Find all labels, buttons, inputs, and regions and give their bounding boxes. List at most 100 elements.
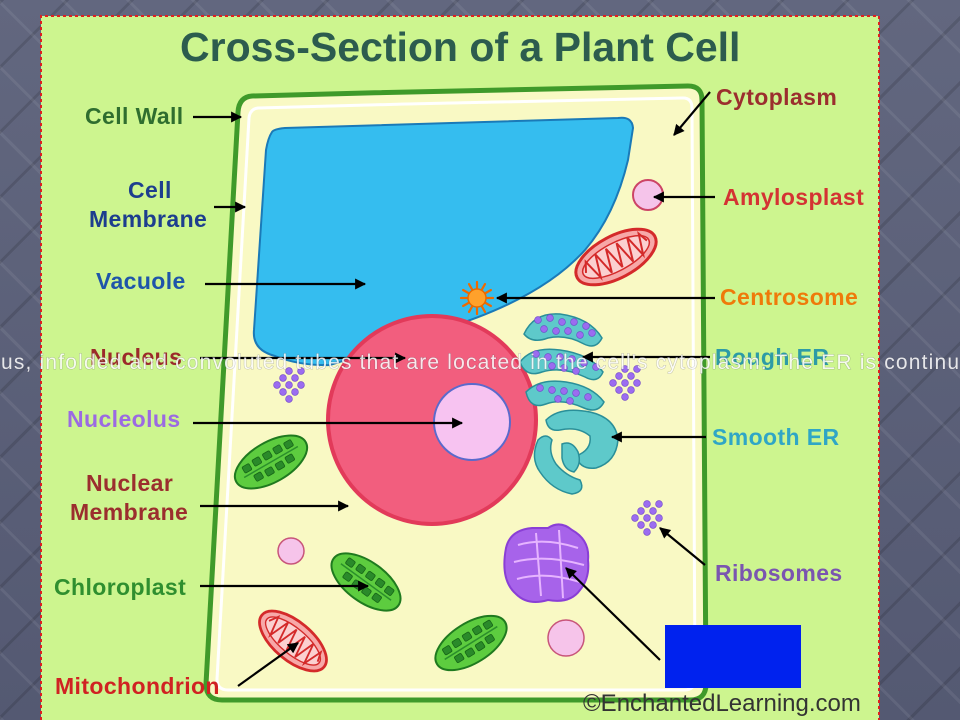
- ribosome-dot: [633, 365, 641, 373]
- rough-er-ribosome-dot: [560, 387, 568, 395]
- ribosome-dot: [649, 507, 657, 515]
- rough-er-ribosome-dot: [558, 318, 566, 326]
- ribosome-dot: [285, 395, 293, 403]
- label-nucleus: Nucleus: [90, 344, 182, 370]
- label-centrosome: Centrosome: [720, 284, 858, 310]
- arrow-golgi-body: [565, 567, 661, 661]
- ribosome-dot: [655, 500, 663, 508]
- golgi-cisterna: [516, 574, 581, 583]
- ribosome-dot: [649, 521, 657, 529]
- rough-er-ribosome-dot: [570, 318, 578, 326]
- label-mitochondrion: Mitochondrion: [55, 673, 220, 699]
- diagram-title: Cross-Section of a Plant Cell: [180, 24, 740, 70]
- ribosome-dot: [609, 379, 617, 387]
- ribosome-dot: [633, 379, 641, 387]
- ribosome-dot: [285, 381, 293, 389]
- rough-er-band: [523, 313, 603, 347]
- plant-cell: [203, 83, 709, 703]
- ribosome-dot: [297, 381, 305, 389]
- ribosome-dot: [631, 514, 639, 522]
- panel-dashed-border: [40, 15, 880, 720]
- rough-er-ribosome-dot: [540, 325, 548, 333]
- golgi-cisterna: [558, 529, 564, 599]
- arrow-ribosomes: [659, 527, 706, 566]
- ribosome-dot: [621, 379, 629, 387]
- label-cell-wall: Cell Wall: [85, 103, 184, 129]
- rough-er-ribosome-dot: [568, 355, 576, 363]
- golgi-body: [503, 523, 590, 603]
- overlay-caption-text: us, infolded and convoluted tubes that a…: [1, 351, 959, 374]
- ribosome-dot: [279, 388, 287, 396]
- label-rough-er: Rough ER: [715, 344, 829, 370]
- ribosome-dot: [621, 393, 629, 401]
- rough-er-ribosome-dot: [588, 329, 596, 337]
- rough-er-ribosome-dot: [544, 353, 552, 361]
- rough-er-ribosome-dot: [556, 353, 564, 361]
- ribosome-dot: [643, 500, 651, 508]
- label-nucleolus: Nucleolus: [67, 406, 181, 432]
- labels-right: Cytoplasm Amylosplast Centrosome Rough E…: [712, 84, 864, 586]
- label-cytoplasm: Cytoplasm: [716, 84, 837, 110]
- label-nuclear-membrane-line2: Membrane: [70, 499, 188, 525]
- ribosome-dot: [291, 388, 299, 396]
- arrow-cytoplasm: [673, 91, 711, 136]
- rough-er-ribosome-dot: [564, 327, 572, 335]
- rough-er-ribosome-dot: [548, 386, 556, 394]
- centrosome: [459, 280, 495, 316]
- rough-er-ribosome-dot: [572, 367, 580, 375]
- centrosome-core: [467, 288, 487, 308]
- vesicle: [547, 619, 585, 657]
- copyright-credit: ©EnchantedLearning.com: [583, 690, 861, 717]
- label-ribosomes: Ribosomes: [715, 560, 843, 586]
- nucleus: [326, 314, 538, 526]
- ribosome-dot: [279, 374, 287, 382]
- rough-er-ribosome-dot: [560, 364, 568, 372]
- smooth-er-band: [561, 442, 581, 473]
- rough-er-ribosome-dot: [576, 331, 584, 339]
- ribosome-dot: [627, 372, 635, 380]
- label-smooth-er: Smooth ER: [712, 424, 840, 450]
- rough-er-ribosome-dot: [546, 314, 554, 322]
- smooth-er: [533, 409, 619, 495]
- ribosome-dot: [643, 514, 651, 522]
- rough-er: [519, 313, 605, 411]
- smooth-er-band: [545, 409, 619, 469]
- ribosome-dot: [285, 367, 293, 375]
- rough-er-ribosome-dot: [552, 327, 560, 335]
- ribosome-dot: [615, 386, 623, 394]
- labels-left: Cell Wall Cell Membrane Vacuole Nucleus …: [54, 103, 220, 699]
- arrow-mitochondrion: [237, 642, 299, 687]
- rough-er-ribosome-dot: [548, 362, 556, 370]
- ribosome-dot: [621, 365, 629, 373]
- rough-er-ribosome-dot: [534, 316, 542, 324]
- ribosome-dot: [615, 372, 623, 380]
- amylosplast: [632, 179, 664, 211]
- label-chloroplast: Chloroplast: [54, 574, 186, 600]
- ribosome-dot: [273, 381, 281, 389]
- pointer-arrows: [193, 91, 715, 687]
- ribosome-dot: [643, 528, 651, 536]
- ribosome-dot: [637, 521, 645, 529]
- vesicle: [277, 537, 305, 565]
- rough-er-ribosome-dot: [554, 395, 562, 403]
- golgi-cisterna: [517, 540, 579, 549]
- label-cell-membrane-line2: Membrane: [89, 206, 207, 232]
- golgi-cisterna: [535, 532, 542, 597]
- vacuole: [252, 116, 635, 367]
- ribosome-dot: [637, 507, 645, 515]
- rough-er-ribosome-dot: [582, 322, 590, 330]
- ribosome-clusters: [273, 365, 663, 536]
- rough-er-band: [525, 380, 605, 411]
- rough-er-ribosome-dot: [592, 363, 600, 371]
- rough-er-ribosome-dot: [566, 397, 574, 405]
- ribosome-dot: [655, 514, 663, 522]
- rough-er-ribosome-dot: [536, 384, 544, 392]
- ribosome-dot: [297, 367, 305, 375]
- rough-er-ribosome-dot: [572, 389, 580, 397]
- label-vacuole: Vacuole: [96, 268, 186, 294]
- centrosome-rays: [459, 280, 495, 316]
- label-amylosplast: Amylosplast: [723, 184, 864, 210]
- rough-er-ribosome-dot: [584, 393, 592, 401]
- answer-cover-box[interactable]: [665, 625, 801, 688]
